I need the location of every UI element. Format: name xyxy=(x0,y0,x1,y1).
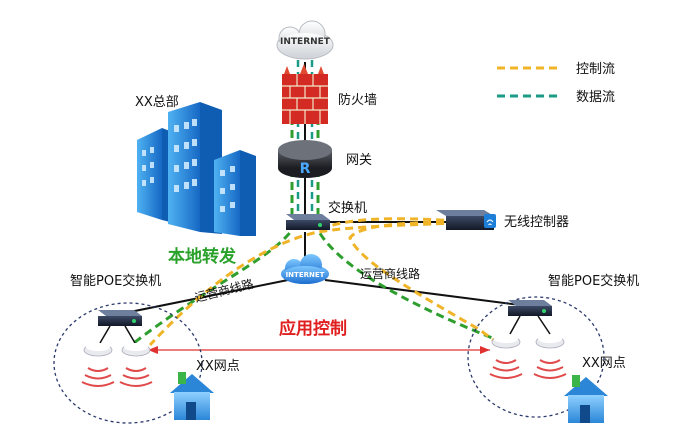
firewall-label: 防火墙 xyxy=(338,92,377,108)
router-letter: R xyxy=(300,161,311,177)
access-point-icon xyxy=(535,335,565,349)
cloud-icon xyxy=(281,254,329,284)
house-icon xyxy=(564,375,608,423)
access-point-icon xyxy=(83,343,113,357)
wireless-controller-icon xyxy=(436,210,496,230)
app-control-label: 应用控制 xyxy=(279,318,347,339)
site-right: 智能POE交换机 XX网点 xyxy=(467,273,639,423)
internet-cloud-top: INTERNET xyxy=(276,20,334,60)
carrier-line-right-label: 运营商线路 xyxy=(360,266,420,281)
poe-switch-left-label: 智能POE交换机 xyxy=(70,273,161,289)
wireless-controller-label: 无线控制器 xyxy=(504,215,569,230)
poe-switch-right-label: 智能POE交换机 xyxy=(548,273,639,289)
building-icon xyxy=(137,102,256,236)
switch-icon xyxy=(508,300,552,316)
site-right-label: XX网点 xyxy=(582,356,626,371)
wifi-signal xyxy=(81,367,153,387)
site-left: 智能POE交换机 XX网点 xyxy=(53,273,240,424)
access-point-icon xyxy=(121,343,151,357)
site-right-boundary xyxy=(467,296,605,418)
internet-cloud-mid: INTERNET xyxy=(281,254,329,284)
router-icon: R xyxy=(278,140,332,178)
internet-mid-label: INTERNET xyxy=(286,271,325,279)
hq-label: XX总部 xyxy=(135,95,179,110)
house-icon xyxy=(170,372,214,420)
switch-icon xyxy=(98,310,142,326)
site-left-boundary xyxy=(53,302,203,424)
cloud-icon xyxy=(276,20,334,60)
legend-control-label: 控制流 xyxy=(576,62,615,77)
wifi-signal xyxy=(489,359,567,379)
app-control-label-bg xyxy=(268,316,358,340)
legend-data-label: 数据流 xyxy=(576,90,615,105)
core-switch-label: 交换机 xyxy=(328,200,367,216)
local-forwarding-label: 本地转发 xyxy=(168,246,237,267)
local-forwarding-path xyxy=(124,78,511,352)
gateway-label: 网关 xyxy=(346,153,372,168)
switch-icon xyxy=(286,214,330,230)
site-left-label: XX网点 xyxy=(196,359,240,374)
legend: 控制流 数据流 xyxy=(497,62,615,105)
internet-top-label: INTERNET xyxy=(280,37,331,47)
app-control-arrow xyxy=(148,346,490,354)
access-point-icon xyxy=(491,335,521,349)
firewall-icon xyxy=(282,64,328,124)
